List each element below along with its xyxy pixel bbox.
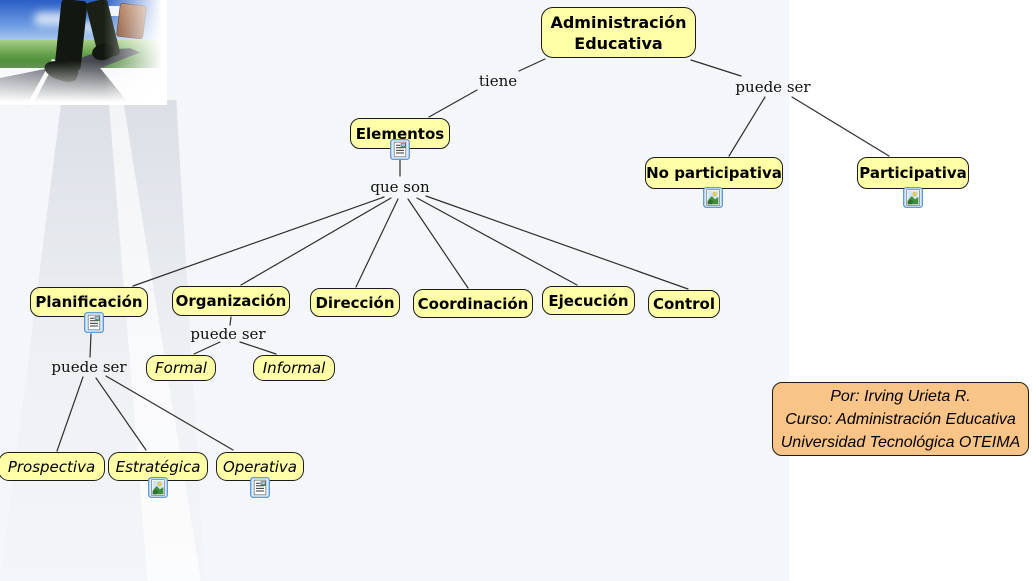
concept-operativa[interactable]: Operativa (216, 452, 304, 481)
document-resource-icon[interactable] (390, 139, 410, 160)
linking-phrase-tiene: tiene (478, 72, 518, 90)
credit-line-author: Por: Irving Urieta R. (830, 387, 971, 405)
concept-formal[interactable]: Formal (146, 355, 216, 381)
concept-organizacion[interactable]: Organización (172, 286, 290, 316)
concept-ejecucion[interactable]: Ejecución (542, 286, 635, 315)
image-resource-icon[interactable] (148, 477, 168, 498)
document-resource-icon[interactable] (250, 477, 270, 498)
concept-no-participativa[interactable]: No participativa (645, 157, 783, 189)
concept-administracion-educativa[interactable]: Administración Educativa (541, 7, 696, 58)
concept-direccion[interactable]: Dirección (310, 288, 400, 317)
photo-fade-overlay (0, 0, 167, 105)
concept-coordinacion[interactable]: Coordinación (413, 289, 533, 318)
credit-line-course: Curso: Administración Educativa (785, 410, 1016, 428)
concept-planificacion[interactable]: Planificación (30, 287, 148, 317)
linking-phrase-que-son: que son (370, 178, 430, 196)
walking-road-photo (0, 0, 167, 105)
linking-phrase-puede-ser: puede ser (735, 78, 811, 96)
credit-line-university: Universidad Tecnológica OTEIMA (780, 433, 1021, 451)
document-resource-icon[interactable] (84, 312, 104, 333)
image-resource-icon[interactable] (903, 187, 923, 208)
concept-participativa[interactable]: Participativa (857, 157, 969, 189)
credit-box: Por: Irving Urieta R. Curso: Administrac… (772, 382, 1029, 456)
image-resource-icon[interactable] (703, 187, 723, 208)
concept-prospectiva[interactable]: Prospectiva (0, 452, 105, 481)
concept-control[interactable]: Control (648, 290, 720, 318)
concept-informal[interactable]: Informal (253, 355, 335, 381)
linking-phrase-puede-ser: puede ser (190, 325, 266, 343)
linking-phrase-puede-ser: puede ser (51, 358, 127, 376)
